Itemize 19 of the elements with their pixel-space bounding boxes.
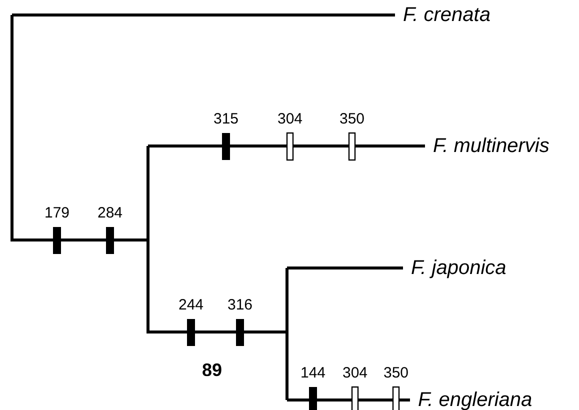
taxon-label: F. crenata	[403, 5, 490, 25]
branch-line	[287, 266, 403, 270]
character-number: 315	[213, 112, 239, 126]
character-number: 350	[339, 112, 365, 126]
character-number: 316	[227, 298, 253, 312]
support-value: 89	[202, 361, 222, 379]
character-number: 244	[178, 298, 204, 312]
taxon-label: F. multinervis	[433, 136, 550, 156]
character-number: 350	[383, 366, 409, 380]
branch-line	[12, 14, 395, 16]
character-number: 304	[342, 366, 368, 380]
branch-line	[148, 144, 425, 148]
branch-line	[287, 398, 410, 402]
character-number: 284	[97, 206, 123, 220]
character-number: 179	[44, 206, 70, 220]
taxon-label: F. japonica	[411, 258, 506, 278]
taxon-label: F. engleriana	[418, 390, 532, 410]
character-number: 304	[277, 112, 303, 126]
character-number: 144	[300, 366, 326, 380]
